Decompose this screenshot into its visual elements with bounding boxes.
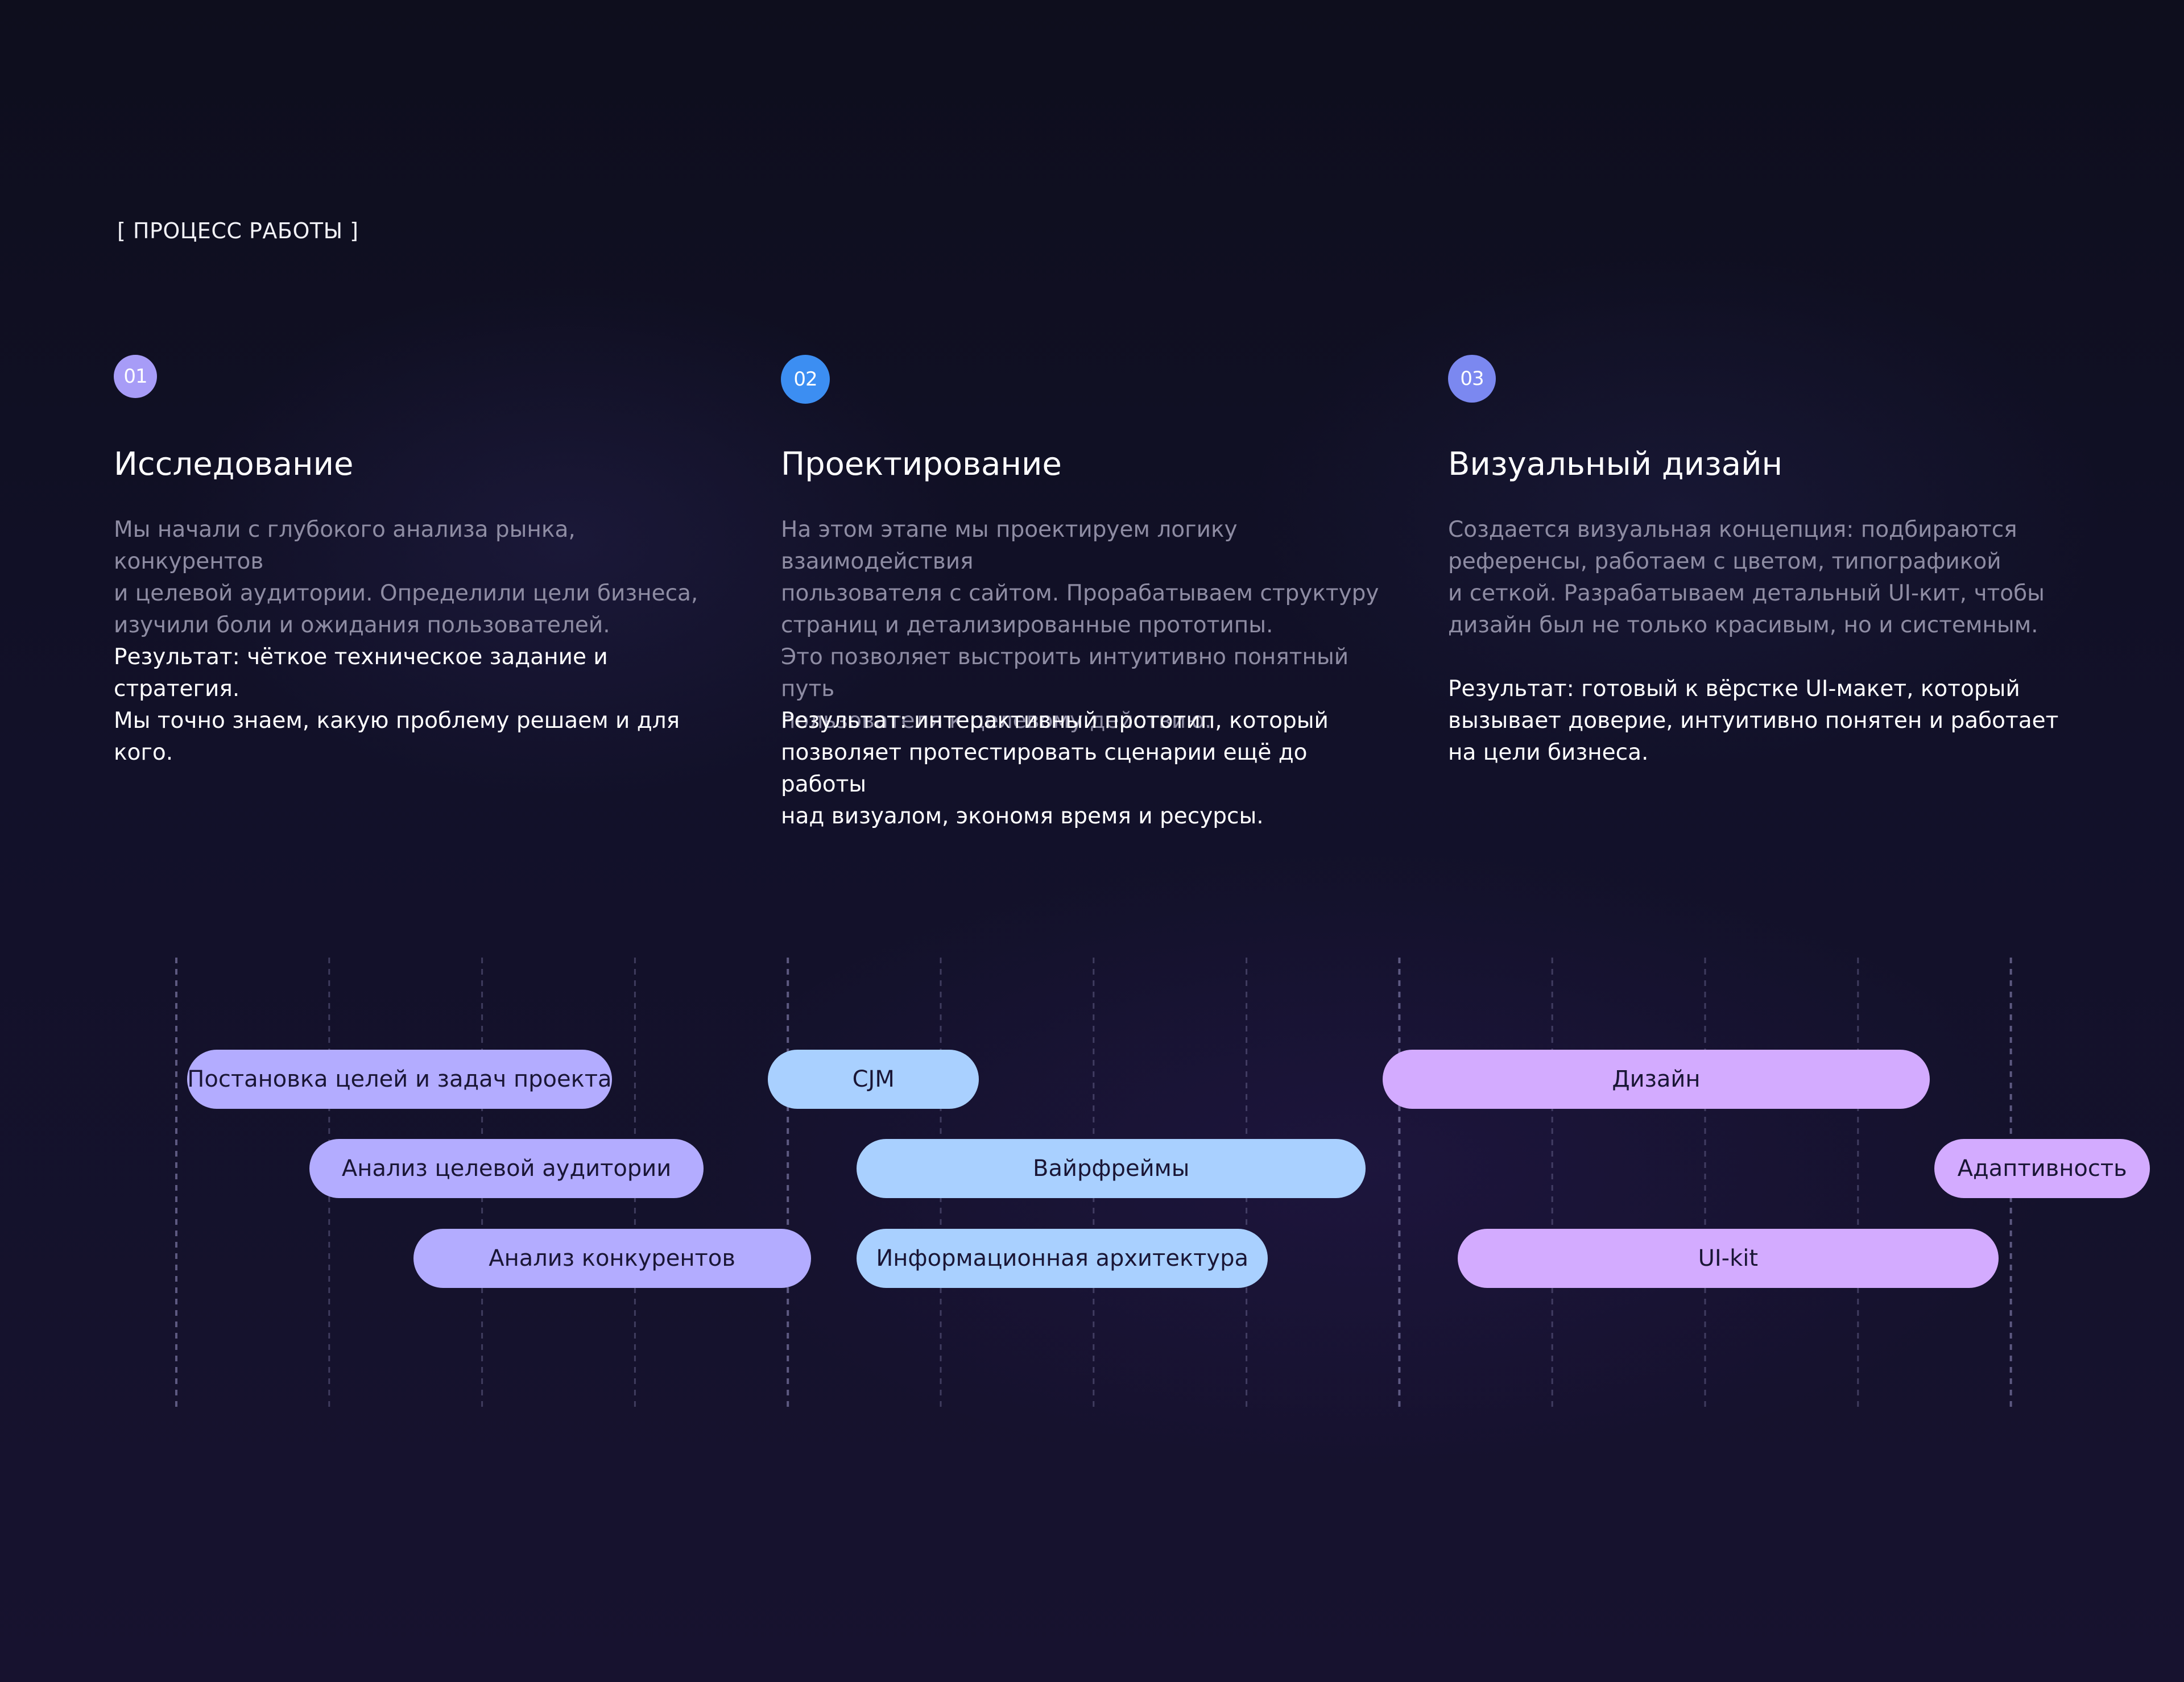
timeline-task: Анализ целевой аудитории <box>309 1139 704 1198</box>
timeline-task: Информационная архитектура <box>857 1229 1268 1288</box>
timeline-task: Вайрфреймы <box>857 1139 1366 1198</box>
timeline-task: UI-kit <box>1457 1229 1999 1288</box>
stage-research: 01 Исследование Мы начали с глубокого ан… <box>114 355 728 765</box>
stage-description: Мы начали с глубокого анализа рынка, кон… <box>114 517 698 638</box>
stage-design-architecture: 02 Проектирование На этом этапе мы проек… <box>781 355 1395 829</box>
timeline-task: Дизайн <box>1382 1050 1930 1109</box>
stage-description: На этом этапе мы проектируем логику взаи… <box>781 517 1379 734</box>
stage-number-badge: 01 <box>114 355 157 398</box>
stage-description: Создается визуальная концепция: подбираю… <box>1448 517 2045 638</box>
stage-title: Проектирование <box>781 446 1062 483</box>
stage-title: Исследование <box>114 446 354 483</box>
stage-number-badge: 02 <box>781 355 830 404</box>
timeline-task: Адаптивность <box>1934 1139 2150 1198</box>
stage-title: Визуальный дизайн <box>1448 446 1783 483</box>
section-label: [ ПРОЦЕСС РАБОТЫ ] <box>117 218 359 243</box>
stage-number-badge: 03 <box>1448 355 1496 403</box>
stage-result: Результат: готовый к вёрстке UI-макет, к… <box>1448 676 2059 765</box>
stage-visual-design: 03 Визуальный дизайн Создается визуальна… <box>1448 355 2062 765</box>
stage-result: Результат: интерактивный прототип, котор… <box>781 708 1329 829</box>
timeline-task: Анализ конкурентов <box>413 1229 811 1288</box>
stage-result: Результат: чёткое техническое задание и … <box>114 644 680 765</box>
timeline-task: Постановка целей и задач проекта <box>187 1050 613 1109</box>
timeline-task: CJM <box>768 1050 979 1109</box>
